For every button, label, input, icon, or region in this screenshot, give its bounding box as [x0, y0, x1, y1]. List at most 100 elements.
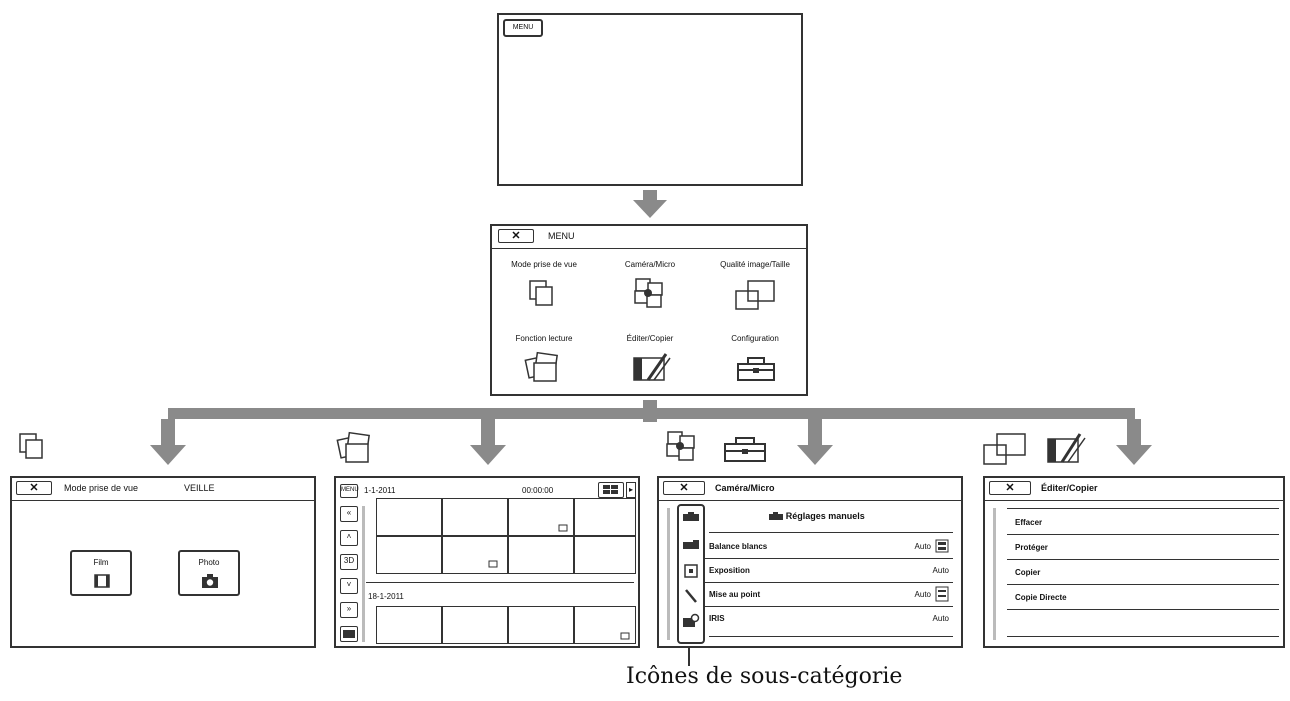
list-item-copier[interactable]: Copier: [1007, 560, 1279, 585]
camera-micro-icon: [634, 278, 663, 308]
view-switch-button[interactable]: [598, 482, 624, 498]
thumbnail[interactable]: [574, 536, 636, 574]
playback-panel: MENU 1-1-2011 00:00:00 ▸ « ˄ 3D ˅ » 18-1…: [334, 476, 640, 648]
thumbnail-view-icon: [603, 485, 618, 494]
scroll-bottom-button[interactable]: »: [340, 602, 358, 618]
thumbnail[interactable]: [508, 536, 574, 574]
manual-settings-icon[interactable]: [683, 512, 699, 522]
camera-micro-title: Caméra/Micro: [715, 483, 775, 493]
menu-item-qualite-image[interactable]: Qualité image/Taille: [720, 260, 790, 269]
photo-type-icon: [620, 632, 630, 640]
arrow-head-1: [150, 445, 186, 465]
main-menu-screen: ✕ MENU Mode prise de vue Caméra/Micro Qu…: [490, 224, 808, 396]
setting-value: Auto: [914, 590, 931, 599]
scrollbar[interactable]: [362, 506, 365, 642]
playback-function-icon: [524, 351, 559, 382]
shooting-mode-icon: [529, 280, 553, 306]
section-title: Réglages manuels: [769, 510, 865, 523]
menu-button[interactable]: MENU: [340, 484, 359, 498]
scroll-down-button[interactable]: ˅: [340, 578, 358, 594]
settings-row-iris[interactable]: IRIS Auto: [703, 606, 953, 630]
image-quality-icon: [983, 433, 1026, 465]
connector-drop-4: [1127, 419, 1141, 445]
microphone-icon[interactable]: [684, 588, 698, 604]
menu-button[interactable]: MENU: [503, 19, 543, 37]
list-item-proteger[interactable]: Protéger: [1007, 535, 1279, 560]
close-button[interactable]: ✕: [498, 229, 534, 243]
edit-copy-header: ✕ Éditer/Copier: [985, 478, 1283, 501]
thumbnail[interactable]: [376, 606, 442, 644]
3d-button[interactable]: 3D: [340, 554, 358, 570]
date-divider: [366, 582, 634, 583]
date-header-1: 1-1-2011: [364, 486, 396, 495]
thumbnail[interactable]: [574, 498, 636, 536]
thumbnail[interactable]: [442, 606, 508, 644]
scrollbar[interactable]: [667, 508, 670, 640]
close-button[interactable]: ✕: [16, 481, 52, 495]
scroll-up-button[interactable]: ˄: [340, 530, 358, 546]
camera-micro-panel: ✕ Caméra/Micro Réglages manuels Balance …: [657, 476, 963, 648]
edit-copy-title: Éditer/Copier: [1041, 483, 1098, 493]
photo-type-icon: [488, 560, 498, 568]
next-arrow-button[interactable]: ▸: [626, 482, 636, 498]
thumbnail[interactable]: [508, 606, 574, 644]
film-button-label: Film: [93, 558, 109, 567]
menu-item-editer-copier[interactable]: Éditer/Copier: [626, 334, 674, 343]
edit-copy-panel: ✕ Éditer/Copier Effacer Protéger Copier …: [983, 476, 1285, 648]
settings-row-focus[interactable]: Mise au point Auto: [703, 582, 953, 607]
close-button[interactable]: ✕: [663, 481, 705, 495]
memory-icon: [343, 630, 355, 638]
list-bottom-divider: [1007, 636, 1279, 637]
assist-icon[interactable]: [683, 613, 700, 628]
scrollbar[interactable]: [993, 508, 996, 640]
photo-button-label: Photo: [198, 558, 220, 567]
menu-item-camera-micro[interactable]: Caméra/Micro: [624, 260, 676, 269]
bottom-divider: [709, 636, 953, 637]
image-quality-icon: [735, 280, 775, 310]
list-item-effacer[interactable]: Effacer: [1007, 510, 1279, 535]
thumbnail[interactable]: [376, 536, 442, 574]
close-button[interactable]: ✕: [989, 481, 1031, 495]
film-button[interactable]: Film: [70, 550, 132, 596]
thumbnail[interactable]: [442, 498, 508, 536]
edit-copy-icon: [1047, 433, 1086, 463]
setting-label: Mise au point: [709, 590, 761, 599]
timecode: 00:00:00: [522, 486, 554, 495]
shooting-mode-header: ✕ Mode prise de vue VEILLE: [12, 478, 314, 501]
thumbnail[interactable]: [442, 536, 508, 574]
connector-drop-3: [808, 419, 822, 445]
arrow-head-2: [470, 445, 506, 465]
arrow-head-3: [797, 445, 833, 465]
connector-drop-1: [161, 419, 175, 445]
thumbnail[interactable]: [376, 498, 442, 536]
callout-caption: Icônes de sous-catégorie: [626, 664, 903, 689]
menu-item-mode-prise-de-vue[interactable]: Mode prise de vue: [511, 260, 577, 269]
photo-type-icon: [558, 524, 568, 532]
menu-item-configuration[interactable]: Configuration: [731, 334, 779, 343]
main-menu-title: MENU: [548, 231, 575, 241]
photo-button[interactable]: Photo: [178, 550, 240, 596]
thumbnail[interactable]: [508, 498, 574, 536]
connector-arrow-top: [643, 190, 657, 200]
settings-row-white-balance[interactable]: Balance blancs Auto: [703, 534, 953, 559]
toolbox-icon: [737, 357, 775, 381]
setting-value: Auto: [932, 614, 949, 623]
face-detection-icon[interactable]: [684, 564, 698, 578]
standby-status: VEILLE: [184, 483, 215, 493]
list-item-copie-directe[interactable]: Copie Directe: [1007, 585, 1279, 610]
media-select-button[interactable]: [340, 626, 358, 642]
shooting-mode-panel: ✕ Mode prise de vue VEILLE Film Photo: [10, 476, 316, 648]
playback-function-icon: [336, 431, 371, 463]
scroll-top-button[interactable]: «: [340, 506, 358, 522]
camera-micro-header: ✕ Caméra/Micro: [659, 478, 961, 501]
subcategory-icon-column: [677, 504, 705, 644]
camera-settings-icon[interactable]: [683, 540, 699, 550]
main-menu-header: ✕ MENU: [492, 226, 806, 249]
thumbnail[interactable]: [574, 606, 636, 644]
connector-horizontal: [168, 408, 1135, 419]
auto-wb-icon: [935, 539, 949, 553]
top-screen: MENU: [497, 13, 803, 186]
settings-row-exposure[interactable]: Exposition Auto: [703, 558, 953, 583]
menu-item-fonction-lecture[interactable]: Fonction lecture: [515, 334, 573, 343]
list-top-divider: [1007, 508, 1279, 509]
